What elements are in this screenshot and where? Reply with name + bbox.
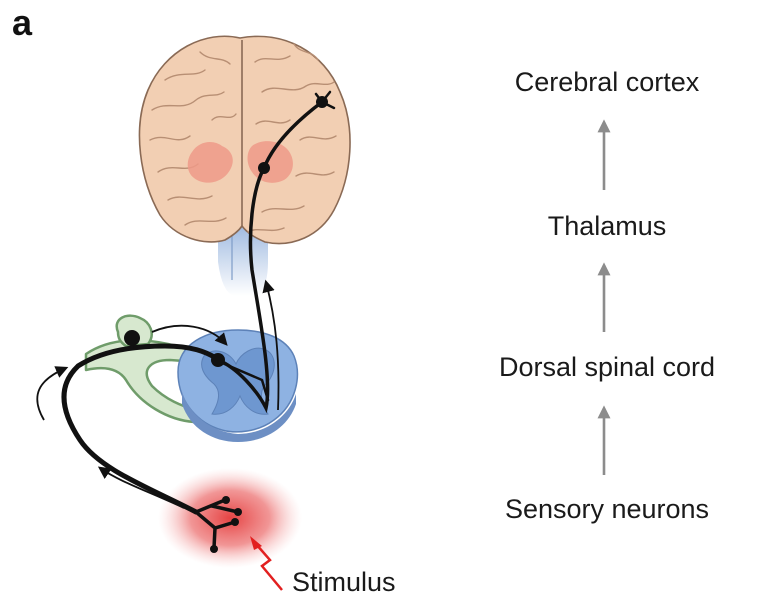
projection-neuron: [216, 166, 270, 414]
brainstem: [218, 222, 268, 296]
signal-direction-arrows: [36, 279, 280, 509]
cortical-neuron-soma: [316, 96, 328, 108]
panel-label: a: [12, 2, 33, 43]
stimulus-bolt-arrowhead: [250, 536, 262, 550]
label-stimulus: Stimulus: [292, 567, 396, 597]
stimulus-glow: [158, 468, 302, 568]
label-cerebral-cortex: Cerebral cortex: [514, 67, 700, 97]
sensory-terminal-dots: [210, 496, 242, 553]
label-sensory-neurons: Sensory neurons: [504, 494, 710, 524]
brain-illustration: [138, 35, 351, 245]
label-dorsal-spinal-cord: Dorsal spinal cord: [498, 352, 716, 382]
spinal-cord-section: [177, 329, 299, 442]
stimulus-bolt-icon: [255, 543, 283, 591]
thalamus-highlight: [187, 141, 293, 183]
sensory-neuron-soma: [124, 330, 140, 346]
label-thalamus: Thalamus: [547, 211, 667, 241]
spinal-neuron-soma: [211, 353, 225, 367]
